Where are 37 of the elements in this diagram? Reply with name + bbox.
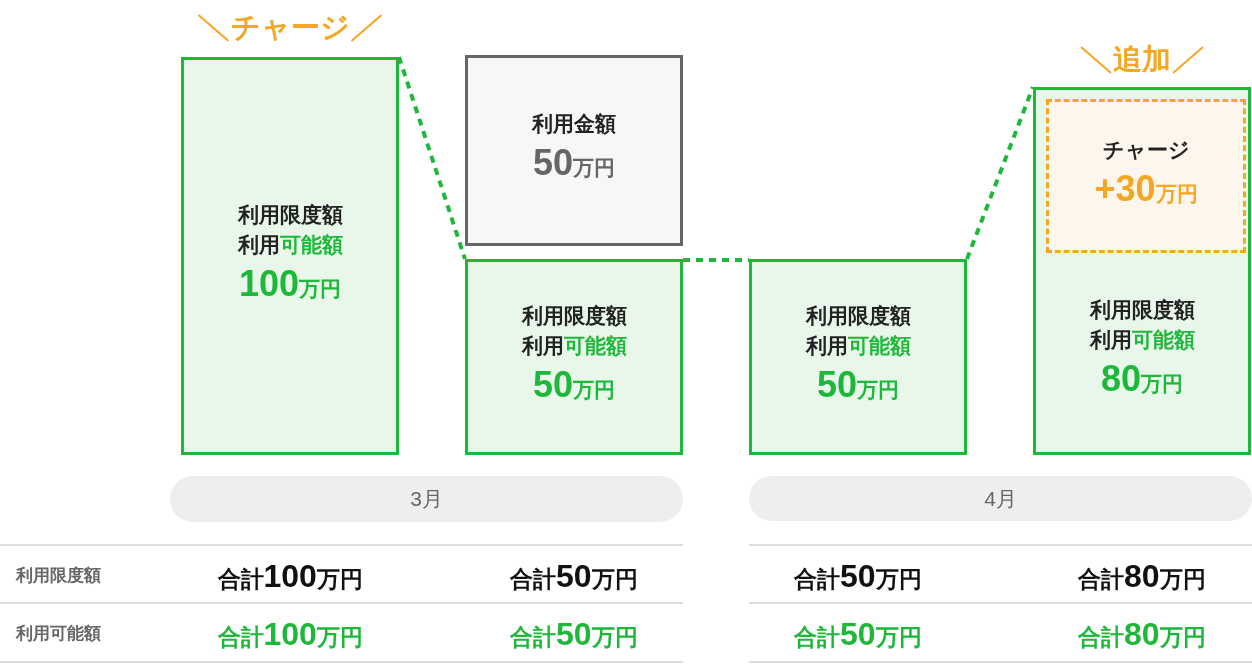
box-text: 利用限度額 — [1089, 296, 1195, 323]
box-text: 利用可能額 — [1089, 326, 1195, 353]
usage-box — [465, 55, 683, 246]
month-label: 3月 — [410, 486, 443, 512]
charge-box — [1046, 99, 1246, 253]
month-label: 4月 — [984, 485, 1017, 512]
amount-text: +30万円 — [1094, 166, 1198, 211]
total-text: 合計80万円 — [1078, 617, 1206, 654]
total-text: 合計80万円 — [1078, 559, 1206, 596]
box-text: 利用金額 — [532, 111, 616, 137]
heading-text: チャージ — [230, 10, 350, 45]
box-text: 利用可能額 — [805, 332, 911, 359]
amount-text: 80万円 — [1100, 356, 1183, 401]
box-text: 利用限度額 — [237, 201, 343, 228]
total-text: 合計50万円 — [510, 617, 638, 654]
dashed-connector — [965, 86, 1035, 260]
total-text: 合計100万円 — [217, 559, 363, 596]
row-header: 利用限度額 — [16, 565, 101, 587]
total-text: 合計50万円 — [794, 617, 922, 654]
amount-text: 50万円 — [532, 141, 615, 185]
limit-box — [749, 259, 967, 455]
heading-text: 追加 — [1113, 42, 1171, 77]
box-text: 利用可能額 — [521, 332, 627, 359]
box-text: 利用限度額 — [521, 302, 627, 329]
dashed-connector — [397, 56, 467, 260]
dashed-connector — [683, 258, 749, 262]
limit-box — [465, 259, 683, 455]
total-text: 合計100万円 — [217, 617, 363, 654]
box-text: 利用限度額 — [805, 302, 911, 329]
amount-text: 50万円 — [532, 362, 615, 407]
total-text: 合計50万円 — [510, 559, 638, 596]
box-text: チャージ — [1102, 136, 1190, 163]
amount-text: 100万円 — [238, 261, 342, 306]
total-text: 合計50万円 — [794, 559, 922, 596]
row-header: 利用可能額 — [16, 623, 101, 645]
amount-text: 50万円 — [816, 362, 899, 407]
box-text: 利用可能額 — [237, 231, 343, 258]
